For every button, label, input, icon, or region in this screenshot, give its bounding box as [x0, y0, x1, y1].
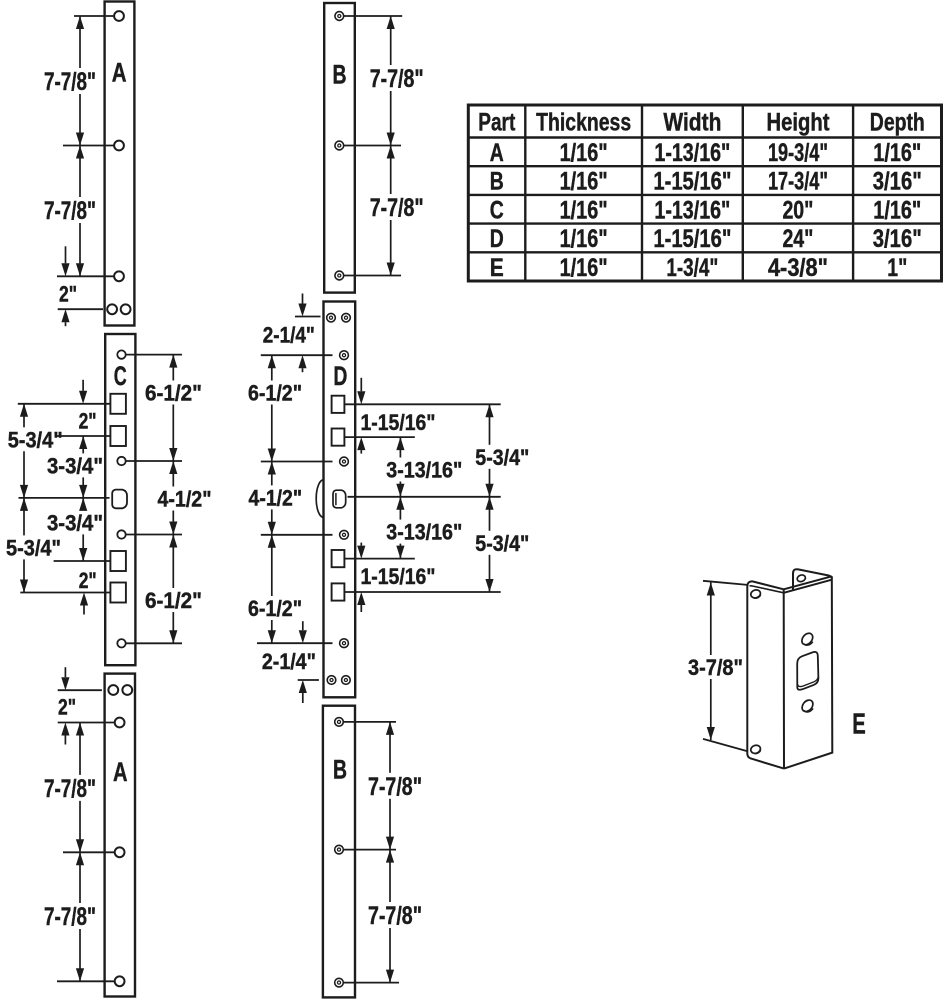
svg-text:C: C: [490, 196, 504, 224]
svg-text:D: D: [490, 225, 504, 253]
svg-text:B: B: [490, 168, 504, 196]
svg-text:1/16": 1/16": [873, 139, 921, 167]
svg-text:7-7/8": 7-7/8": [368, 773, 422, 801]
svg-text:2-1/4": 2-1/4": [262, 649, 316, 674]
svg-text:3/16": 3/16": [873, 168, 922, 196]
svg-text:2-1/4": 2-1/4": [263, 323, 315, 348]
svg-text:1/16": 1/16": [560, 168, 608, 196]
svg-text:7-7/8": 7-7/8": [368, 902, 422, 930]
svg-text:1-15/16": 1-15/16": [361, 564, 436, 589]
svg-text:7-7/8": 7-7/8": [370, 194, 424, 222]
svg-text:5-3/4": 5-3/4": [8, 427, 63, 452]
svg-text:Part: Part: [478, 108, 516, 136]
svg-text:19-3/4": 19-3/4": [768, 139, 828, 167]
svg-text:3/16": 3/16": [873, 225, 922, 253]
svg-text:1-13/16": 1-13/16": [654, 196, 730, 224]
svg-text:7-7/8": 7-7/8": [44, 197, 96, 225]
svg-text:1/16": 1/16": [873, 196, 921, 224]
svg-text:E: E: [490, 254, 504, 282]
svg-text:C: C: [114, 361, 127, 391]
svg-text:6-1/2": 6-1/2": [248, 596, 302, 621]
svg-text:20": 20": [782, 196, 813, 224]
svg-text:5-3/4": 5-3/4": [475, 531, 529, 556]
svg-text:7-7/8": 7-7/8": [370, 65, 424, 93]
svg-text:A: A: [490, 139, 504, 167]
svg-text:7-7/8": 7-7/8": [44, 775, 96, 803]
svg-text:4-3/8": 4-3/8": [768, 254, 828, 282]
svg-text:1/16": 1/16": [560, 139, 608, 167]
svg-text:6-1/2": 6-1/2": [248, 381, 302, 406]
svg-text:1-3/4": 1-3/4": [666, 254, 718, 282]
svg-text:24": 24": [782, 225, 813, 253]
svg-text:2": 2": [79, 568, 97, 593]
svg-text:B: B: [333, 755, 347, 785]
svg-text:4-1/2": 4-1/2": [158, 487, 212, 512]
svg-text:6-1/2": 6-1/2": [145, 381, 202, 406]
svg-text:3-13/16": 3-13/16": [386, 520, 462, 545]
svg-text:Width: Width: [663, 108, 721, 136]
svg-text:3-13/16": 3-13/16": [386, 458, 462, 483]
svg-text:2": 2": [59, 282, 77, 307]
svg-text:5-3/4": 5-3/4": [475, 445, 529, 470]
svg-text:1/16": 1/16": [560, 254, 608, 282]
svg-text:3-3/4": 3-3/4": [47, 453, 103, 478]
svg-text:E: E: [852, 709, 866, 741]
svg-text:Height: Height: [766, 108, 830, 136]
svg-text:1-15/16": 1-15/16": [361, 410, 436, 435]
svg-text:1-15/16": 1-15/16": [653, 225, 731, 253]
svg-text:Depth: Depth: [870, 108, 925, 136]
svg-text:B: B: [333, 59, 347, 89]
svg-text:A: A: [112, 58, 127, 88]
svg-text:7-7/8": 7-7/8": [44, 68, 96, 96]
svg-text:1": 1": [887, 254, 907, 282]
svg-text:2": 2": [79, 409, 97, 434]
svg-text:Thickness: Thickness: [536, 108, 631, 136]
svg-text:D: D: [333, 361, 347, 391]
svg-text:4-1/2": 4-1/2": [249, 485, 302, 510]
svg-text:1/16": 1/16": [560, 225, 608, 253]
svg-text:7-7/8": 7-7/8": [44, 903, 96, 931]
svg-text:1/16": 1/16": [560, 196, 608, 224]
svg-text:3-7/8": 3-7/8": [688, 655, 743, 680]
svg-text:5-3/4": 5-3/4": [6, 535, 61, 560]
svg-text:17-3/4": 17-3/4": [768, 168, 828, 196]
svg-text:6-1/2": 6-1/2": [145, 588, 202, 613]
svg-text:1-13/16": 1-13/16": [654, 139, 730, 167]
svg-text:3-3/4": 3-3/4": [47, 510, 103, 535]
svg-text:2": 2": [58, 694, 76, 719]
svg-text:A: A: [113, 757, 128, 787]
svg-text:1-15/16": 1-15/16": [653, 168, 731, 196]
